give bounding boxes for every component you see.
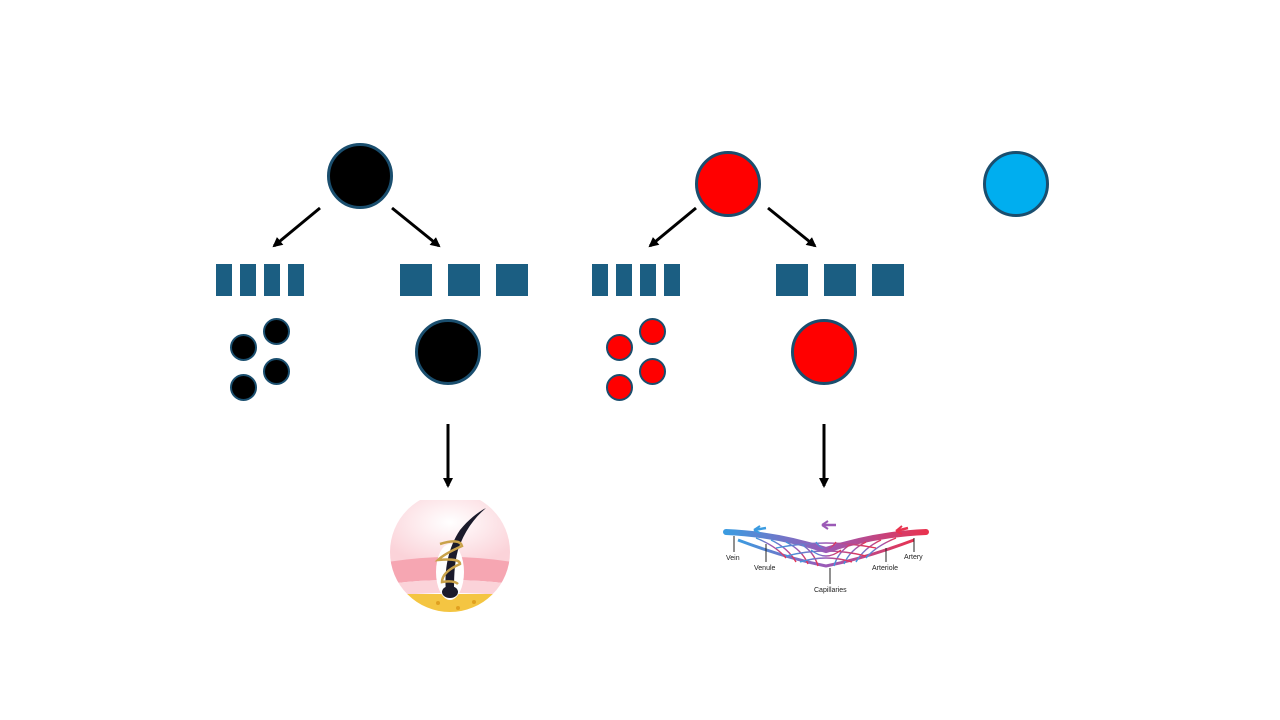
arteriole-label: Arteriole xyxy=(872,565,898,572)
red-wide-block xyxy=(872,264,904,296)
red-parent-circle xyxy=(695,151,761,217)
black-left-arrow xyxy=(272,206,321,248)
black-small-dot xyxy=(263,318,290,345)
red-left-arrow xyxy=(648,206,697,248)
black-thin-bar xyxy=(240,264,256,296)
black-wide-block xyxy=(400,264,432,296)
black-child-circle xyxy=(415,319,481,385)
hair-follicle-icon xyxy=(390,500,510,612)
red-small-dot xyxy=(606,334,633,361)
black-parent-circle xyxy=(327,143,393,209)
black-thin-bar xyxy=(288,264,304,296)
vein-label: Vein xyxy=(726,555,740,562)
red-wide-block xyxy=(824,264,856,296)
red-thin-bar xyxy=(640,264,656,296)
red-child-circle xyxy=(791,319,857,385)
blue-circle xyxy=(983,151,1049,217)
black-small-dot xyxy=(230,374,257,401)
red-right-arrow xyxy=(767,206,817,248)
red-small-dot xyxy=(639,318,666,345)
black-wide-block xyxy=(496,264,528,296)
red-thin-bar xyxy=(664,264,680,296)
black-small-dot xyxy=(230,334,257,361)
red-small-dot xyxy=(639,358,666,385)
red-thin-bar xyxy=(592,264,608,296)
capillary-network-icon: Vein Venule Capillaries Arteriole Artery xyxy=(723,520,929,594)
black-thin-bar xyxy=(216,264,232,296)
venule-label: Venule xyxy=(754,565,776,572)
red-small-dot xyxy=(606,374,633,401)
red-wide-block xyxy=(776,264,808,296)
black-right-arrow xyxy=(391,206,441,248)
red-thin-bar xyxy=(616,264,632,296)
black-small-dot xyxy=(263,358,290,385)
capillaries-label: Capillaries xyxy=(814,587,847,594)
black-wide-block xyxy=(448,264,480,296)
artery-label: Artery xyxy=(904,554,923,561)
black-thin-bar xyxy=(264,264,280,296)
